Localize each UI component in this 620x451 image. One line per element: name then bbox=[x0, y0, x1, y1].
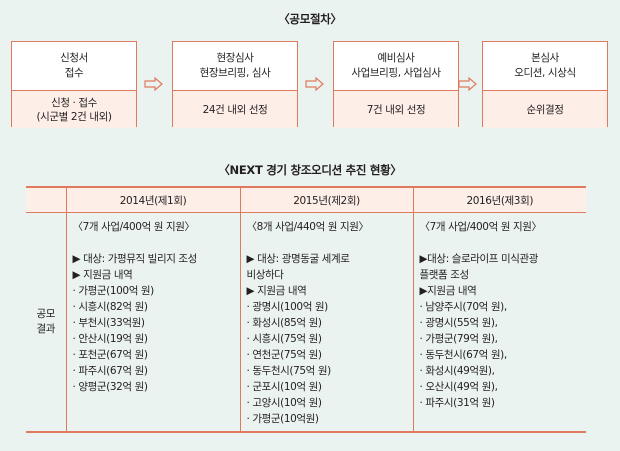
list-item: · 파주시(67억 원) bbox=[72, 365, 148, 377]
step-application: 신청서 접수 신청 · 접수 (시군별 2건 내외) bbox=[11, 41, 137, 128]
step-final-review: 본심사 오디션, 시상식 순위결정 bbox=[482, 41, 608, 128]
table-header-row: 2014년(제1회) 2015년(제2회) 2016년(제3회) bbox=[26, 186, 586, 213]
list-item: 플랫폼 조성 bbox=[419, 269, 470, 281]
step-label: 본심사 bbox=[531, 52, 559, 64]
step-field-review: 현장심사 현장브리핑, 심사 24건 내외 선정 bbox=[172, 41, 298, 128]
step-field-review-name: 현장심사 현장브리핑, 심사 bbox=[173, 42, 297, 91]
cell-summary: 〈7개 사업/400억 원 지원〉 bbox=[72, 221, 195, 233]
step-result: 순위결정 bbox=[526, 103, 564, 116]
step-detail: 현장브리핑, 심사 bbox=[199, 67, 271, 79]
list-item: · 광명시(55억 원), bbox=[419, 317, 498, 329]
list-item: · 가평군(10억원) bbox=[246, 413, 320, 425]
step-final-review-name: 본심사 오디션, 시상식 bbox=[483, 42, 607, 91]
cell-summary: 〈7개 사업/400억 원 지원〉 bbox=[419, 221, 542, 233]
step-label: 신청서 bbox=[60, 52, 88, 64]
list-item: · 고양시(10억 원) bbox=[246, 397, 322, 409]
step-application-result: 신청 · 접수 (시군별 2건 내외) bbox=[12, 91, 136, 128]
list-item: ▶대상: 슬로라이프 미식관광 bbox=[419, 253, 539, 265]
header-2014: 2014년(제1회) bbox=[65, 186, 240, 213]
list-item: · 파주시(31억 원) bbox=[419, 397, 495, 409]
list-item: ▶지원금 내역 bbox=[419, 285, 477, 297]
header-2015: 2015년(제2회) bbox=[239, 186, 413, 213]
row-label: 공모 결과 bbox=[26, 212, 66, 433]
list-item: · 화성시(85억 원) bbox=[246, 317, 322, 329]
step-label: 예비심사 bbox=[377, 52, 415, 64]
table-row: 공모 결과 〈7개 사업/400억 원 지원〉 ▶ 대상: 가평뮤직 빌리지 조… bbox=[26, 212, 586, 433]
step-label: 현장심사 bbox=[216, 52, 254, 64]
results-table: 2014년(제1회) 2015년(제2회) 2016년(제3회) 공모 결과 〈… bbox=[26, 186, 586, 433]
cell-lines: ▶ 대상: 가평뮤직 빌리지 조성 ▶ 지원금 내역 · 가평군(100억 원) · … bbox=[73, 251, 234, 395]
step-preliminary-review: 예비심사 사업브리핑, 사업심사 7건 내외 선정 bbox=[333, 41, 459, 128]
row-label-line: 공모 bbox=[36, 308, 56, 320]
step-final-review-result: 순위결정 bbox=[483, 91, 607, 128]
cell-2014: 〈7개 사업/400억 원 지원〉 ▶ 대상: 가평뮤직 빌리지 조성 ▶ 지원금… bbox=[65, 212, 240, 433]
status-title: 〈NEXT 경기 창조오디션 추진 현황〉 bbox=[218, 163, 402, 177]
list-item: · 연천군(75억 원) bbox=[246, 349, 322, 361]
list-item: · 동두천시(75억 원) bbox=[246, 365, 332, 377]
step-result: 7건 내외 선정 bbox=[366, 103, 426, 116]
arrow-right-icon bbox=[305, 76, 325, 92]
arrow-right-icon bbox=[144, 76, 164, 92]
step-application-name: 신청서 접수 bbox=[12, 42, 136, 91]
step-field-review-result: 24건 내외 선정 bbox=[173, 91, 297, 128]
list-item: · 양평군(32억 원) bbox=[72, 381, 148, 393]
list-item: ▶ 지원금 내역 bbox=[246, 285, 307, 297]
list-item: · 시흥시(75억 원) bbox=[246, 333, 322, 345]
step-preliminary-review-result: 7건 내외 선정 bbox=[334, 91, 458, 128]
list-item: · 포천군(67억 원) bbox=[72, 349, 148, 361]
list-item: ▶ 대상: 가평뮤직 빌리지 조성 bbox=[72, 253, 198, 265]
procedure-title: 〈공모절차〉 bbox=[278, 12, 342, 26]
list-item: · 오산시(49억 원), bbox=[419, 381, 498, 393]
list-item: · 남양주시(70억 원), bbox=[419, 301, 508, 313]
header-corner bbox=[26, 186, 66, 213]
list-item: · 화성시(49억원), bbox=[419, 365, 495, 377]
list-item: ▶ 지원금 내역 bbox=[72, 269, 133, 281]
list-item: · 가평군(100억 원) bbox=[72, 285, 155, 297]
header-2016: 2016년(제3회) bbox=[412, 186, 586, 213]
list-item: · 부천시(33억원) bbox=[72, 317, 146, 329]
list-item: · 안산시(19억 원) bbox=[72, 333, 148, 345]
cell-summary: 〈8개 사업/440억 원 지원〉 bbox=[246, 221, 369, 233]
step-result: 24건 내외 선정 bbox=[202, 103, 268, 116]
arrow-right-icon bbox=[458, 76, 478, 92]
step-preliminary-review-name: 예비심사 사업브리핑, 사업심사 bbox=[334, 42, 458, 91]
row-label-line: 결과 bbox=[36, 323, 56, 335]
step-result-note: (시군별 2건 내외) bbox=[36, 110, 112, 123]
list-item: ▶ 대상: 광명동굴 세계로 bbox=[246, 253, 350, 265]
list-item: 비상하다 bbox=[246, 269, 284, 281]
list-item: · 동두천시(67억 원), bbox=[419, 349, 508, 361]
list-item: · 광명시(100억 원) bbox=[246, 301, 329, 313]
list-item: · 가평군(79억 원), bbox=[419, 333, 498, 345]
step-detail: 접수 bbox=[64, 67, 84, 79]
list-item: · 군포시(10억 원) bbox=[246, 381, 322, 393]
step-result: 신청 · 접수 bbox=[51, 96, 97, 109]
step-detail: 오디션, 시상식 bbox=[514, 67, 576, 79]
list-item: · 시흥시(82억 원) bbox=[72, 301, 148, 313]
step-detail: 사업브리핑, 사업심사 bbox=[351, 67, 441, 79]
